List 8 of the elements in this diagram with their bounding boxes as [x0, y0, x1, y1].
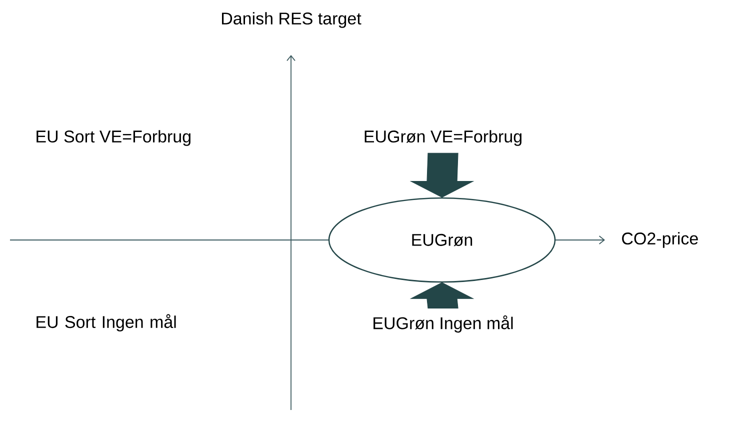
block-arrow — [410, 152, 474, 198]
scenario-label: EUGrøn Ingen mål — [374, 315, 513, 333]
axis-label: CO2-price — [622, 232, 698, 248]
scenario-label: EU Sort Ingen mål — [36, 314, 176, 332]
scenario-label: EU Sort VE=Forbrug — [36, 130, 190, 146]
axis-title: Danish RES target — [222, 12, 362, 28]
block-arrow — [410, 282, 474, 308]
scenario-label: EUGrøn VE=Forbrug — [364, 130, 522, 146]
